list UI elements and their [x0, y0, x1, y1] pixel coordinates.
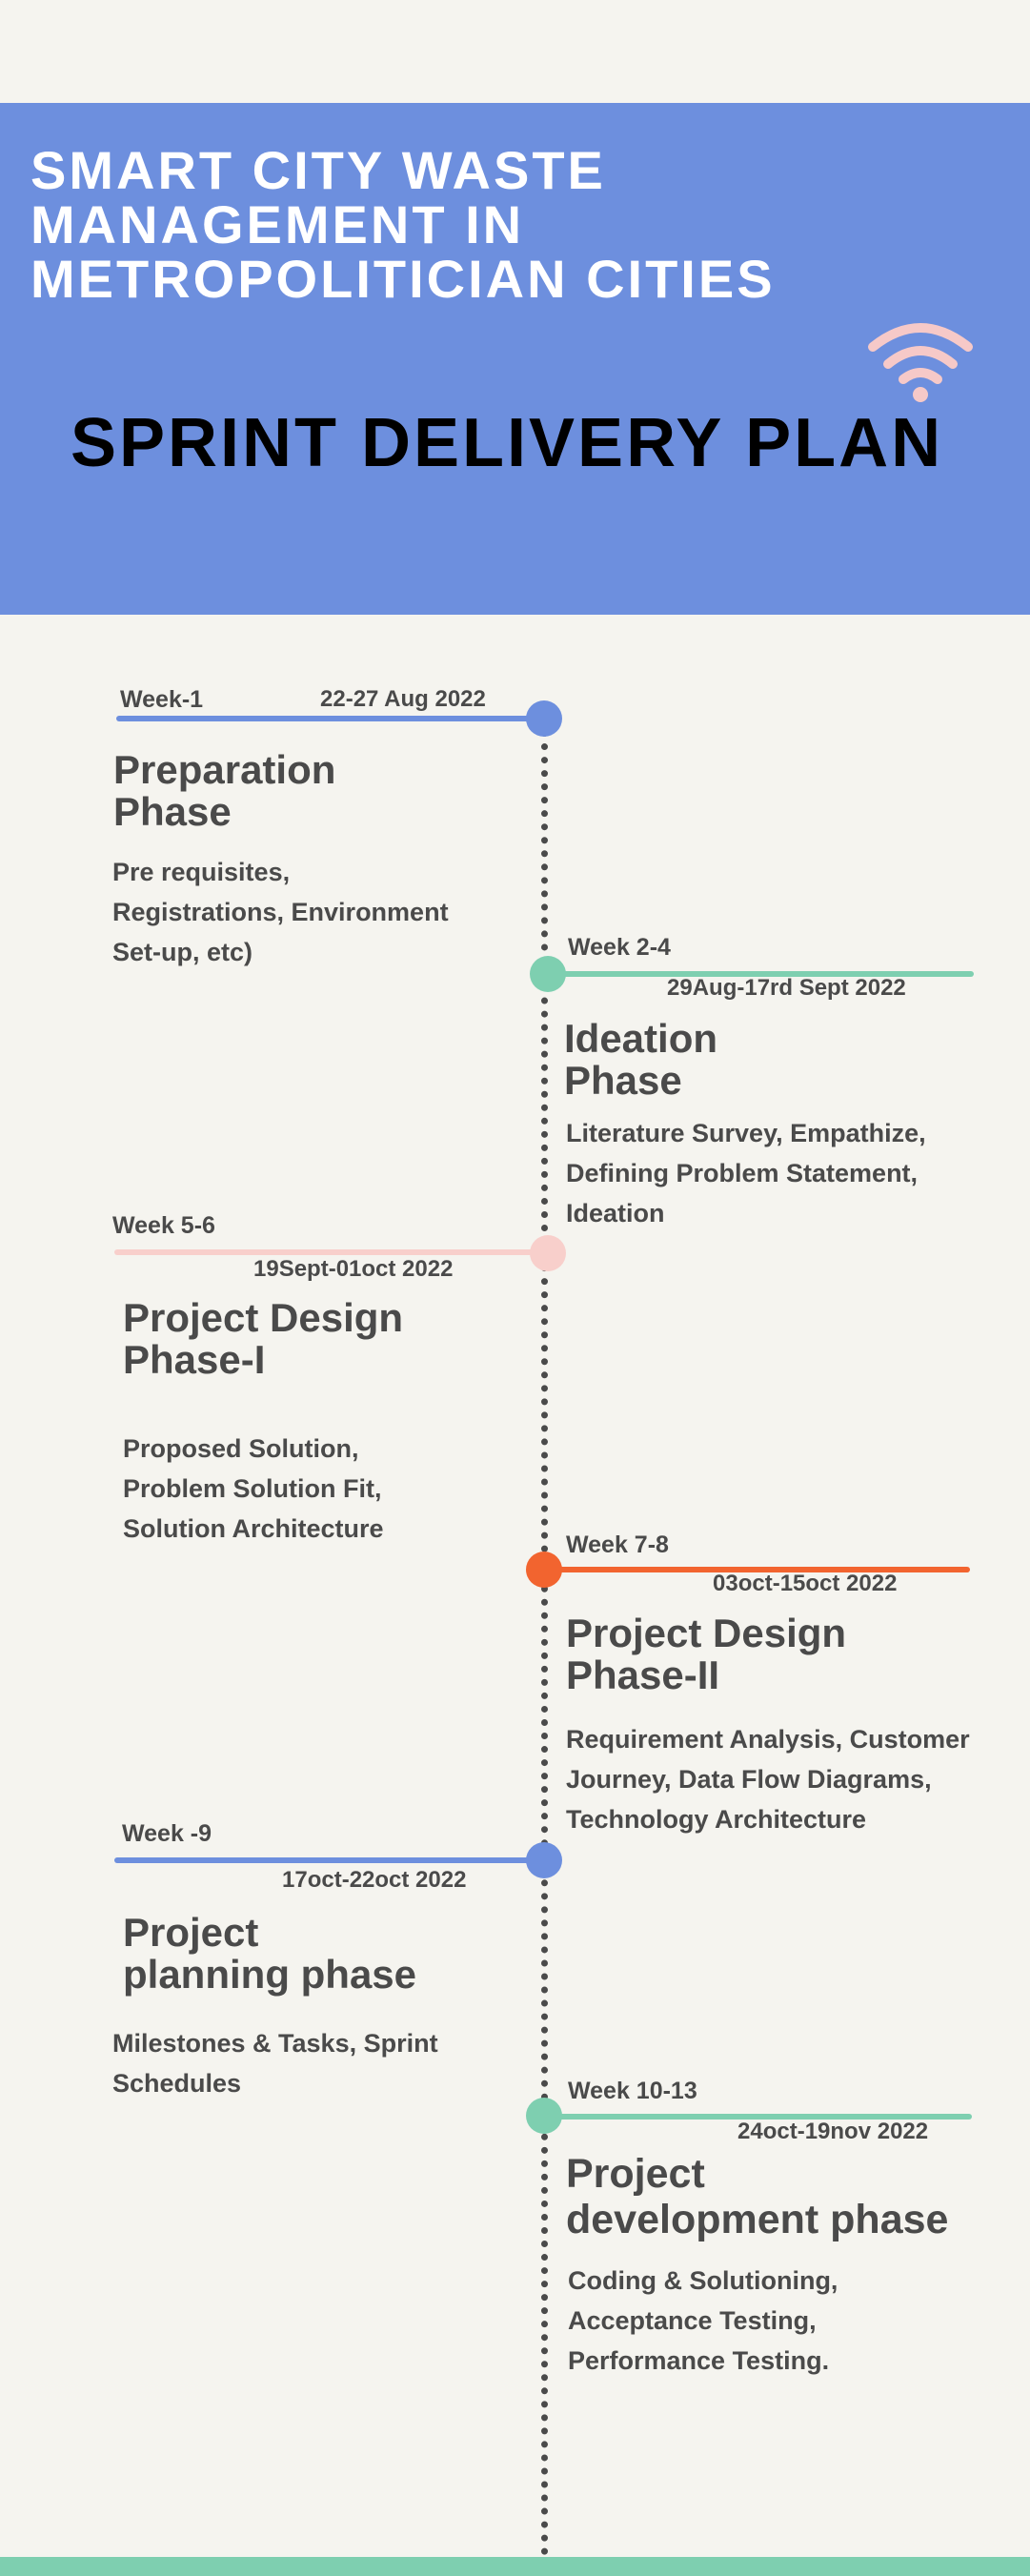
- week-label: Week 7-8: [566, 1531, 669, 1558]
- phase-description: Literature Survey, Empathize, Defining P…: [566, 1119, 926, 1227]
- phase-title: Project Design Phase-I: [123, 1295, 404, 1382]
- date-range: 19Sept-01oct 2022: [253, 1256, 454, 1282]
- main-title: SMART CITY WASTE MANAGEMENT IN METROPOLI…: [30, 140, 776, 309]
- header-banner: SMART CITY WASTE MANAGEMENT IN METROPOLI…: [0, 103, 1030, 615]
- phase-title: Ideation Phase: [564, 1016, 718, 1103]
- week-label: Week-1: [120, 686, 204, 713]
- week-label: Week -9: [122, 1820, 212, 1847]
- timeline-node: [526, 1552, 562, 1588]
- date-range: 17oct-22oct 2022: [282, 1867, 467, 1893]
- timeline-node: [526, 1842, 562, 1878]
- date-range: 03oct-15oct 2022: [713, 1571, 898, 1596]
- week-label: Week 5-6: [112, 1212, 215, 1239]
- phase-title: Preparation Phase: [113, 747, 336, 834]
- phase-title: Project planning phase: [123, 1910, 417, 1997]
- timeline-node: [530, 1235, 566, 1271]
- week-label: Week 10-13: [568, 2078, 697, 2104]
- phase-title: Project Design Phase-II: [566, 1611, 847, 1697]
- date-range: 29Aug-17rd Sept 2022: [667, 975, 906, 1001]
- timeline-spine: [541, 717, 548, 2556]
- phase-description: Pre requisites, Registrations, Environme…: [112, 858, 449, 966]
- phase-description: Requirement Analysis, Customer Journey, …: [566, 1725, 970, 1834]
- phase-description: Coding & Solutioning, Acceptance Testing…: [568, 2266, 838, 2375]
- phase-title: Project development phase: [566, 2151, 949, 2242]
- date-range: 24oct-19nov 2022: [737, 2119, 929, 2144]
- wifi-icon: [868, 323, 973, 402]
- sprint-delivery-plan-title: SPRINT DELIVERY PLAN: [71, 405, 944, 481]
- footer-bar: [0, 2557, 1030, 2576]
- timeline-connector: [545, 971, 974, 977]
- phase-description: Proposed Solution, Problem Solution Fit,…: [123, 1434, 384, 1543]
- timeline-node: [526, 700, 562, 737]
- phase-description: Milestones & Tasks, Sprint Schedules: [112, 2029, 438, 2098]
- timeline-connector: [114, 1857, 543, 1863]
- timeline-connector: [545, 2114, 972, 2120]
- timeline-node: [526, 2098, 562, 2134]
- timeline-connector: [545, 1567, 970, 1572]
- timeline-connector: [116, 716, 543, 721]
- timeline-node: [530, 956, 566, 992]
- timeline-connector: [114, 1249, 543, 1255]
- date-range: 22-27 Aug 2022: [320, 686, 486, 712]
- week-label: Week 2-4: [568, 934, 671, 961]
